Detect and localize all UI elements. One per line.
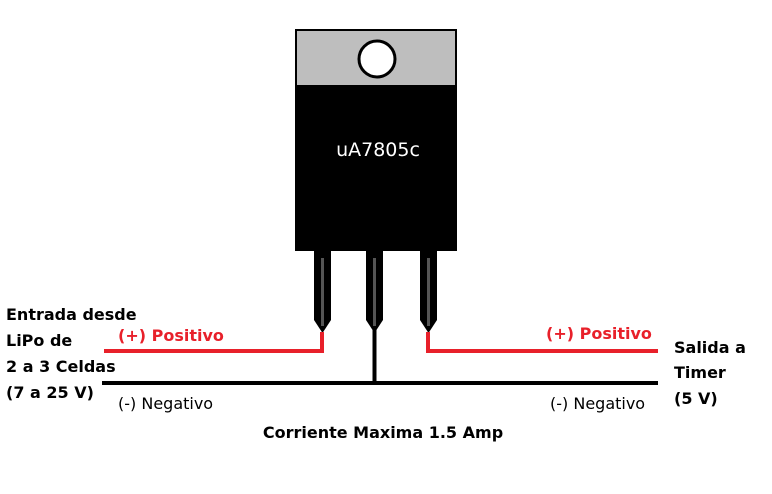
max-current-note: Corriente Maxima 1.5 Amp: [263, 423, 503, 442]
input-line-2: LiPo de: [6, 331, 72, 350]
mounting-hole: [357, 39, 397, 79]
output-line-3: (5 V): [674, 389, 718, 408]
input-line-1: Entrada desde: [6, 305, 137, 324]
input-positive-wire: [104, 332, 324, 353]
chip-label: uA7805c: [336, 139, 420, 161]
output-negative-label: (-) Negativo: [550, 394, 645, 413]
input-negative-label: (-) Negativo: [118, 394, 213, 413]
input-positive-label: (+) Positivo: [118, 326, 224, 345]
output-line-1: Salida a: [674, 338, 746, 357]
output-positive-wire: [426, 332, 658, 353]
pin-ground-core: [373, 258, 376, 326]
pin-input-core: [321, 258, 324, 326]
input-description: Entrada desde LiPo de 2 a 3 Celdas (7 a …: [6, 305, 137, 402]
chip-body: [295, 85, 457, 251]
pin-output-core: [427, 258, 430, 326]
output-positive-label: (+) Positivo: [546, 324, 652, 343]
output-description: Salida a Timer (5 V): [674, 338, 746, 408]
input-line-4: (7 a 25 V): [6, 383, 94, 402]
output-line-2: Timer: [674, 363, 726, 382]
input-line-3: 2 a 3 Celdas: [6, 357, 116, 376]
voltage-regulator: uA7805c: [295, 29, 457, 333]
